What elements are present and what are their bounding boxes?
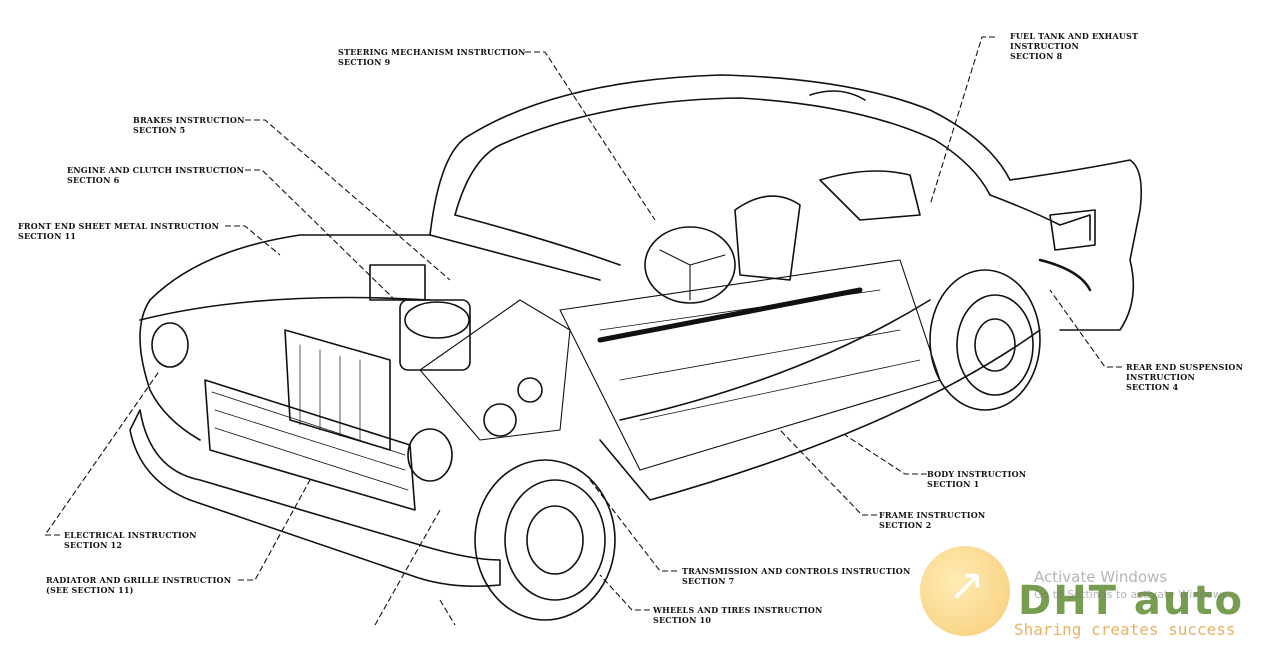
callout-frontend-section: SECTION 11 [18,231,77,241]
callout-radiator: RADIATOR AND GRILLE INSTRUCTION (SEE SEC… [46,575,231,595]
callout-frontend: FRONT END SHEET METAL INSTRUCTION SECTIO… [18,221,219,241]
callout-frame: FRAME INSTRUCTION SECTION 2 [879,510,985,530]
callout-steering-title: STEERING MECHANISM INSTRUCTION [338,47,526,57]
callout-engine: ENGINE AND CLUTCH INSTRUCTION SECTION 6 [67,165,244,185]
callout-brakes: BRAKES INSTRUCTION SECTION 5 [133,115,245,135]
callout-rearsusp-title: REAR END SUSPENSION [1126,362,1244,372]
callout-brakes-section: SECTION 5 [133,125,186,135]
arrow-up-right-icon: ↗ [948,560,985,611]
callout-frame-section: SECTION 2 [879,520,932,530]
activate-windows-watermark: Activate Windows Go to Settings to activ… [1034,568,1231,601]
callout-rearsusp-title-2: INSTRUCTION [1126,372,1195,382]
callout-electrical: ELECTRICAL INSTRUCTION SECTION 12 [64,530,197,550]
callout-rearsusp-section: SECTION 4 [1126,382,1179,392]
callout-brakes-title: BRAKES INSTRUCTION [133,115,245,125]
activate-windows-title: Activate Windows [1034,568,1168,586]
callout-fuel-title-2: INSTRUCTION [1010,41,1079,51]
callout-wheels-section: SECTION 10 [653,615,712,625]
callout-radiator-title: RADIATOR AND GRILLE INSTRUCTION [46,575,232,585]
callout-engine-title: ENGINE AND CLUTCH INSTRUCTION [67,165,245,175]
callout-fuel-title: FUEL TANK AND EXHAUST [1010,31,1139,41]
callout-wheels-title: WHEELS AND TIRES INSTRUCTION [653,605,823,615]
logo-tagline: Sharing creates success [1014,620,1236,639]
dht-auto-logo: ↗ DHT auto Sharing creates success [918,540,1267,645]
callout-electrical-section: SECTION 12 [64,540,123,550]
callout-frame-title: FRAME INSTRUCTION [879,510,986,520]
callout-fuel: FUEL TANK AND EXHAUST INSTRUCTION SECTIO… [1010,31,1138,61]
callout-body-title: BODY INSTRUCTION [927,469,1027,479]
callout-transmission-title: TRANSMISSION AND CONTROLS INSTRUCTION [682,566,911,576]
callout-frontend-title: FRONT END SHEET METAL INSTRUCTION [18,221,220,231]
logo-circle-icon [920,546,1010,636]
callout-body: BODY INSTRUCTION SECTION 1 [927,469,1026,489]
callout-transmission: TRANSMISSION AND CONTROLS INSTRUCTION SE… [682,566,911,586]
callout-radiator-section: (SEE SECTION 11) [46,585,134,595]
logo-wordmark: DHT auto [1018,578,1244,624]
callout-body-section: SECTION 1 [927,479,980,489]
callout-wheels: WHEELS AND TIRES INSTRUCTION SECTION 10 [653,605,823,625]
callout-electrical-title: ELECTRICAL INSTRUCTION [64,530,197,540]
callout-engine-section: SECTION 6 [67,175,120,185]
callout-steering: STEERING MECHANISM INSTRUCTION SECTION 9 [338,47,526,67]
callout-transmission-section: SECTION 7 [682,576,735,586]
callout-fuel-section: SECTION 8 [1010,51,1063,61]
activate-windows-sub: Go to Settings to activate Windows. [1034,588,1232,601]
callout-steering-section: SECTION 9 [338,57,391,67]
callout-rear-suspension: REAR END SUSPENSION INSTRUCTION SECTION … [1126,362,1243,392]
